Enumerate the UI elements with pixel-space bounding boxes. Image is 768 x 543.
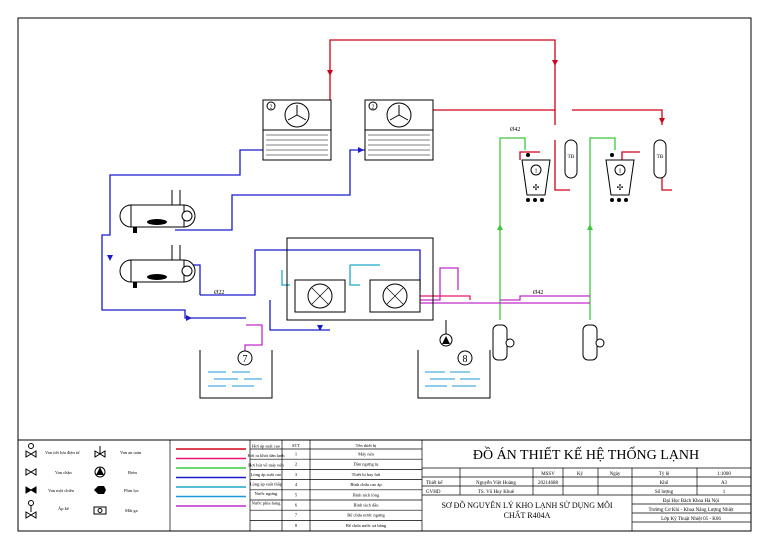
legend-sight-glass-label: Mắt ga xyxy=(125,508,138,513)
svg-text:✣: ✣ xyxy=(617,183,624,192)
faculty-name: Trường Cơ Khí - Khoa Năng Lượng Nhiệt xyxy=(649,508,735,513)
legend-hand-valve-label: Van chặn xyxy=(55,470,72,475)
ngay-header: Ngày xyxy=(610,472,621,477)
liquid-high-pipes xyxy=(101,149,421,331)
equipment-row-name: Dàn ngưng tụ xyxy=(354,462,379,467)
compressor-unit-b: 1 ✣ xyxy=(605,153,635,202)
svg-text:✣: ✣ xyxy=(533,183,540,192)
class-name: Lớp Kỹ Thuật Nhiệt 05 - K66 xyxy=(661,517,721,522)
check-valve-icon xyxy=(25,486,37,494)
tank-7-number: 7 xyxy=(243,354,248,365)
suction-accumulator-a xyxy=(492,324,515,361)
equipment-row-stt: 1 xyxy=(295,452,297,457)
thiet-ke-mssv: 20214688 xyxy=(538,481,559,486)
condenser-unit-b: 2 xyxy=(364,99,434,161)
defrost-water-tank: 8 xyxy=(417,320,491,399)
equipment-table-header-name: Tên thiết bị xyxy=(356,443,377,448)
oil-separator-a-label: TĐ xyxy=(568,155,575,160)
kho-value: A3 xyxy=(721,481,728,486)
pipe-size-label-a: Ø42 xyxy=(510,127,520,133)
hand-valve-icon xyxy=(25,468,37,476)
so-luong-value: 1 xyxy=(723,490,726,495)
legend-line-label: Hơi áp suất cao xyxy=(252,444,281,449)
legend-line-label: Hơi hút về máy nén xyxy=(248,463,284,468)
school-name: Đại Học Bách Khoa Hà Nội xyxy=(663,499,720,504)
compressor-unit-a: 1 ✣ xyxy=(521,153,551,202)
kho-label: Khổ xyxy=(660,480,669,486)
equipment-row-stt: 3 xyxy=(295,472,298,477)
legend-line-label: Lỏng áp suất cao xyxy=(251,472,282,477)
oil-separator-b-label: TĐ xyxy=(657,155,664,160)
equipment-row-stt: 8 xyxy=(295,523,298,528)
drawing-title-line-2: CHẤT R404A xyxy=(504,510,551,520)
legend-line-label: Lỏng áp suất thấp xyxy=(250,482,283,487)
equipment-row-name: Máy nén xyxy=(358,452,375,457)
thiet-ke-name: Nguyễn Việt Hoàng xyxy=(476,480,516,486)
suction-accumulator-b xyxy=(582,324,605,361)
thiet-ke-label: Thiết kế xyxy=(426,481,443,486)
receiver-tank-upper xyxy=(119,190,196,233)
equipment-row-stt: 4 xyxy=(295,482,298,487)
equipment-row-stt: 7 xyxy=(295,513,298,518)
pump-8-number: 8 xyxy=(463,354,468,365)
legend-line-label: Nước ngưng xyxy=(255,491,278,496)
pipe-size-label-b: Ø42 xyxy=(533,290,543,296)
gvhd-name: TS. Vũ Huy Khuê xyxy=(478,490,515,495)
so-luong-label: Số lượng xyxy=(655,490,674,495)
equipment-table: STT Tên thiết bị 1 Máy nén 2 Dàn ngưng tụ 3 T… xyxy=(292,443,387,528)
drawing-title-line-1: SƠ ĐỒ NGUYÊN LÝ KHO LẠNH SỬ DỤNG MÔI xyxy=(441,500,612,510)
legend-line-label: Nước phía bảng xyxy=(252,501,282,506)
cold-room-enclosure xyxy=(286,237,434,321)
legend-filter-label: Phin lọc xyxy=(124,488,139,493)
equipment-row-name: Bình chứa cao áp xyxy=(350,482,382,487)
equipment-row-name: Bể chứa nước ngưng xyxy=(347,513,385,518)
ty-le-value: 1:1000 xyxy=(717,472,731,477)
compressor-a-number: 1 xyxy=(535,169,538,175)
pump-icon xyxy=(94,466,106,478)
legend-solenoid-label: Van tiết lưu điện từ xyxy=(45,450,80,455)
pressure-switch-icon xyxy=(25,500,37,519)
legend-line-label: Hơi ra khỏi dàn lạnh xyxy=(247,453,285,458)
equipment-row-name: Thiết bị bay hơi xyxy=(352,472,381,477)
compressor-b-number: 1 xyxy=(619,169,622,175)
ky-header: Ký xyxy=(577,472,584,477)
condensate-tank: 7 xyxy=(199,350,273,399)
receiver-tank-lower xyxy=(119,245,196,288)
condenser-b-number: 2 xyxy=(372,105,375,111)
gvhd-label: GVHD xyxy=(426,490,441,495)
equipment-row-name: Bình tách lỏng xyxy=(353,492,380,497)
oil-separator-a: TĐ xyxy=(564,139,578,179)
legend-pump-label: Bơm xyxy=(128,470,137,475)
hot-liquid-pipes xyxy=(420,295,471,300)
title-block-grid xyxy=(169,440,751,531)
drawing-frame xyxy=(17,17,752,532)
equipment-row-stt: 2 xyxy=(295,462,297,467)
oil-separator-b: TĐ xyxy=(653,139,667,179)
safety-valve-icon xyxy=(94,446,106,458)
ty-le-label: Tỷ lệ xyxy=(659,472,670,477)
project-title: ĐỒ ÁN THIẾT KẾ HỆ THỐNG LẠNH xyxy=(473,445,699,463)
legend-pressure-label: Áp kế xyxy=(58,506,70,511)
legend-safety-label: Van an toàn xyxy=(120,450,142,455)
equipment-table-header-stt: STT xyxy=(292,443,300,448)
equipment-row-stt: 6 xyxy=(295,503,298,508)
title-block-fields: MSSV Ký Ngày Thiết kế Nguyễn Việt Hoàng … xyxy=(426,472,734,522)
condenser-a-number: 2 xyxy=(270,105,273,111)
flow-arrows-green xyxy=(497,224,593,230)
sight-glass-icon xyxy=(93,506,107,515)
legend-check-valve-label: Van một chiều xyxy=(48,488,75,493)
equipment-row-name: Bể chứa nước xả băng xyxy=(346,523,387,528)
filter-icon xyxy=(94,486,106,494)
suction-pipes xyxy=(499,137,616,320)
solenoid-valve-icon xyxy=(25,443,37,458)
equipment-row-name: Bình tách dầu xyxy=(354,503,380,508)
mssv-header: MSSV xyxy=(541,472,555,477)
symbol-legend: Van tiết lưu điện từ Van an toàn Van chặ… xyxy=(25,443,142,519)
pipe-size-label-c: Ø22 xyxy=(214,290,224,296)
equipment-row-stt: 5 xyxy=(295,492,298,497)
condenser-unit-a: 2 xyxy=(262,99,332,161)
